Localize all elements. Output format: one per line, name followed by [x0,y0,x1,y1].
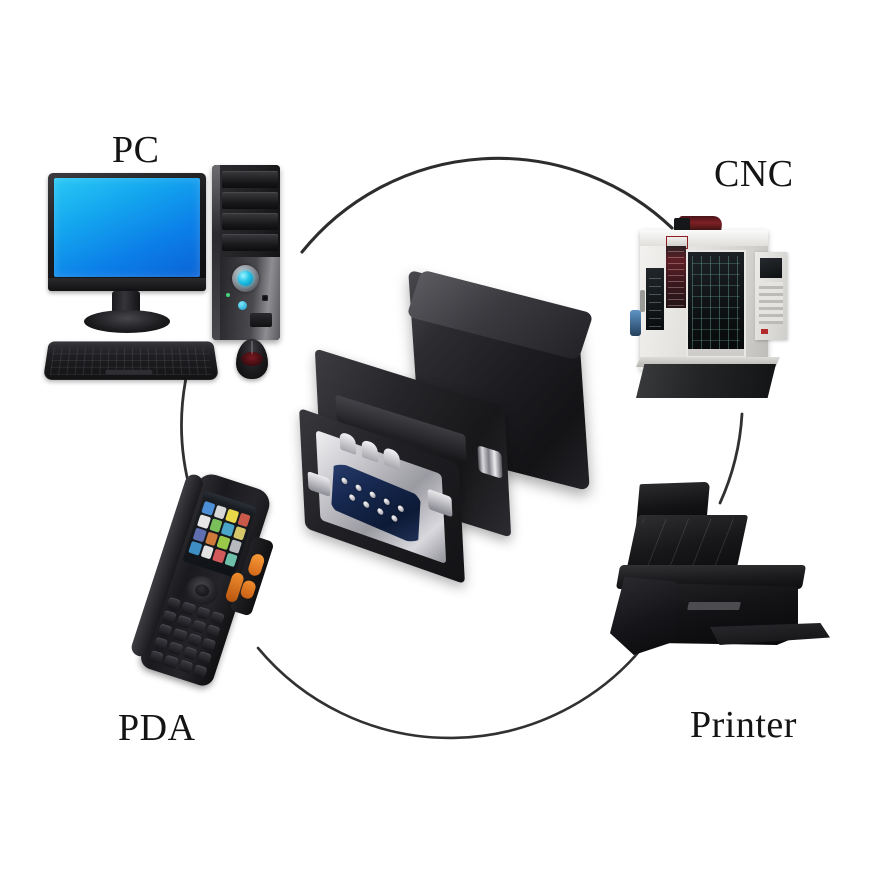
adapter-pin [383,497,390,506]
label-cnc: CNC [714,153,794,195]
pda-app-icon [223,552,238,568]
pda-app-icon [192,527,207,543]
device-pda [118,465,299,707]
pc-keyboard [42,341,220,380]
cable-arc-printer-to-pda [256,636,652,740]
adapter-pin [391,514,398,523]
pc-keyboard-spacebar [105,369,153,375]
printer-output-slot [687,602,741,610]
cable-arc-pc-to-cnc [300,156,674,254]
pda-key [167,641,183,656]
pda-key [166,596,182,611]
pda-app-icon [216,535,231,550]
cnc-placard-text-lines [668,248,684,306]
pda-key [157,623,173,638]
cnc-side-window-grill [649,271,661,327]
pda-app-icon [188,540,202,556]
pc-monitor-bezel [48,278,206,291]
cnc-control-display [760,258,782,278]
pc-mouse-accent [241,352,263,366]
pda-key [161,610,177,625]
cnc-control-keypad [759,282,783,324]
pda-key [153,636,169,651]
pc-power-button [232,265,259,292]
pda-app-icon [212,548,226,564]
pc-tower [212,165,280,340]
cnc-machine-base [636,364,776,398]
adapter-pin [349,493,356,502]
pc-monitor-screen [54,178,200,277]
pda-app-icon [196,514,211,529]
device-pc [40,165,290,400]
cnc-control-panel [755,252,787,340]
pda-key [172,628,188,643]
pc-monitor-stand-base [84,310,170,333]
pda-key [176,614,192,629]
adapter-pin [369,490,376,499]
cnc-enclosure-top [640,230,768,246]
cnc-door-handle [640,290,645,312]
pc-tower-bay [222,171,278,188]
cnc-window-reflection-grid [692,256,740,352]
cnc-side-window [646,268,664,330]
cnc-base-ledge [636,357,780,367]
device-db9-rj45-adapter [296,269,596,585]
cnc-window-sill [688,349,744,356]
pc-power-led [238,271,253,286]
pda-key [182,646,198,661]
label-printer: Printer [690,704,797,746]
pda-app-icon [225,508,239,524]
pda-key [195,606,211,621]
adapter-pin [397,504,404,513]
pda-app-icon [220,521,235,537]
cnc-warning-placard [666,246,686,308]
label-pc: PC [112,129,160,171]
cnc-tool-holder [674,218,690,232]
pc-mouse-button-split [251,341,253,354]
pc-tower-drive-bays [222,171,278,255]
pc-tower-bay [222,213,278,230]
cnc-door-window [686,250,746,358]
pda-key [190,619,206,634]
pc-tower-bay [222,234,278,251]
pda-key [180,601,196,616]
device-cnc [620,212,800,417]
pc-usb-port [262,295,268,301]
pc-front-io-panel [250,313,272,327]
pda-app-icon [228,539,242,554]
pda-app-icon [201,500,215,516]
pc-reset-button [238,301,247,310]
pc-mouse [236,339,268,379]
label-pda: PDA [118,707,196,749]
adapter-pin [341,476,348,486]
adapter-pin [355,483,362,492]
printer-output-tray [710,623,830,645]
adapter-pin [363,500,370,509]
pda-app-icon [236,512,251,528]
adapter-pin [377,507,384,516]
pc-monitor [48,173,206,291]
device-printer [610,481,840,673]
pc-activity-led [226,293,230,297]
cnc-emergency-stop [761,329,768,334]
pc-tower-side-panel [212,165,221,340]
cnc-indicator-lamp [630,310,641,336]
pda-app-icon [232,525,247,541]
pda-key [186,632,202,648]
pc-tower-bay [222,192,278,209]
